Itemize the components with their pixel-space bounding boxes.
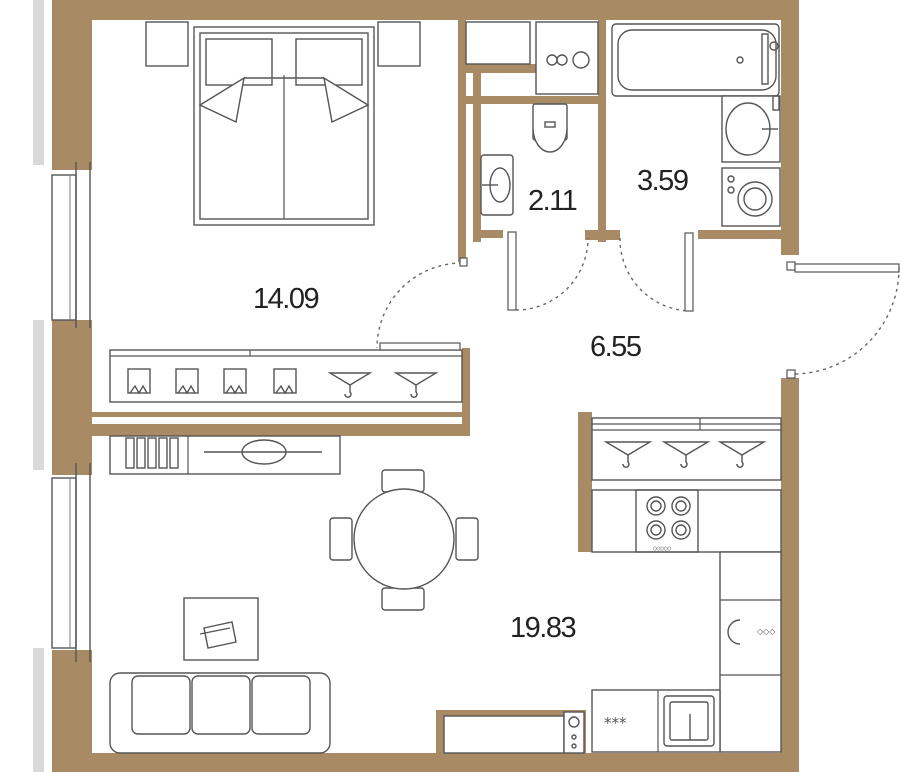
facade-strip-bottom: [33, 648, 44, 772]
door-bedroom: [376, 257, 468, 349]
sink-kitchen-icon: ***: [604, 695, 715, 747]
svg-text:***: ***: [604, 714, 627, 732]
dishwasher-icon: ◇◇◇: [727, 619, 776, 645]
door-bathroom: [619, 232, 694, 312]
wardrobe-bedroom: [92, 342, 470, 436]
hanger-icon: [603, 441, 767, 468]
area-label-toilet: 2.11: [528, 185, 577, 217]
coffee-table-icon: [183, 597, 259, 661]
toilet-icon: [532, 103, 568, 153]
svg-text:○○○○○: ○○○○○: [653, 545, 671, 552]
sink-icon: [480, 154, 514, 216]
facade-strip-top: [33, 0, 44, 165]
tv-stand-icon: [109, 435, 341, 475]
area-label-hall: 6.55: [590, 331, 641, 363]
kitchen-counter: [591, 489, 782, 753]
window-living: [51, 463, 92, 662]
washing-machine-icon: [721, 167, 781, 227]
hob-icon: ○○○○○: [635, 489, 699, 553]
area-label-bedroom: 14.09: [253, 283, 318, 315]
area-label-living-kitchen: 19.83: [510, 612, 575, 644]
hanger-icon: [327, 372, 439, 398]
svg-text:◇◇◇: ◇◇◇: [757, 627, 776, 636]
area-label-bathroom: 3.59: [637, 165, 688, 197]
folded-clothes-icon: [127, 368, 297, 395]
basin-icon: [721, 95, 781, 163]
double-bed-icon: [145, 21, 421, 226]
wardrobe-hall: [591, 417, 782, 481]
sofa-icon: [109, 672, 331, 754]
facade-strip-mid: [33, 320, 44, 470]
round-table-icon: [329, 469, 479, 611]
fridge-icon: [436, 710, 586, 754]
door-entrance[interactable]: [786, 261, 900, 379]
shaft-icon: [465, 21, 599, 95]
window-bedroom: [51, 162, 92, 328]
door-toilet: [507, 231, 589, 311]
bathtub-icon: [611, 23, 780, 97]
